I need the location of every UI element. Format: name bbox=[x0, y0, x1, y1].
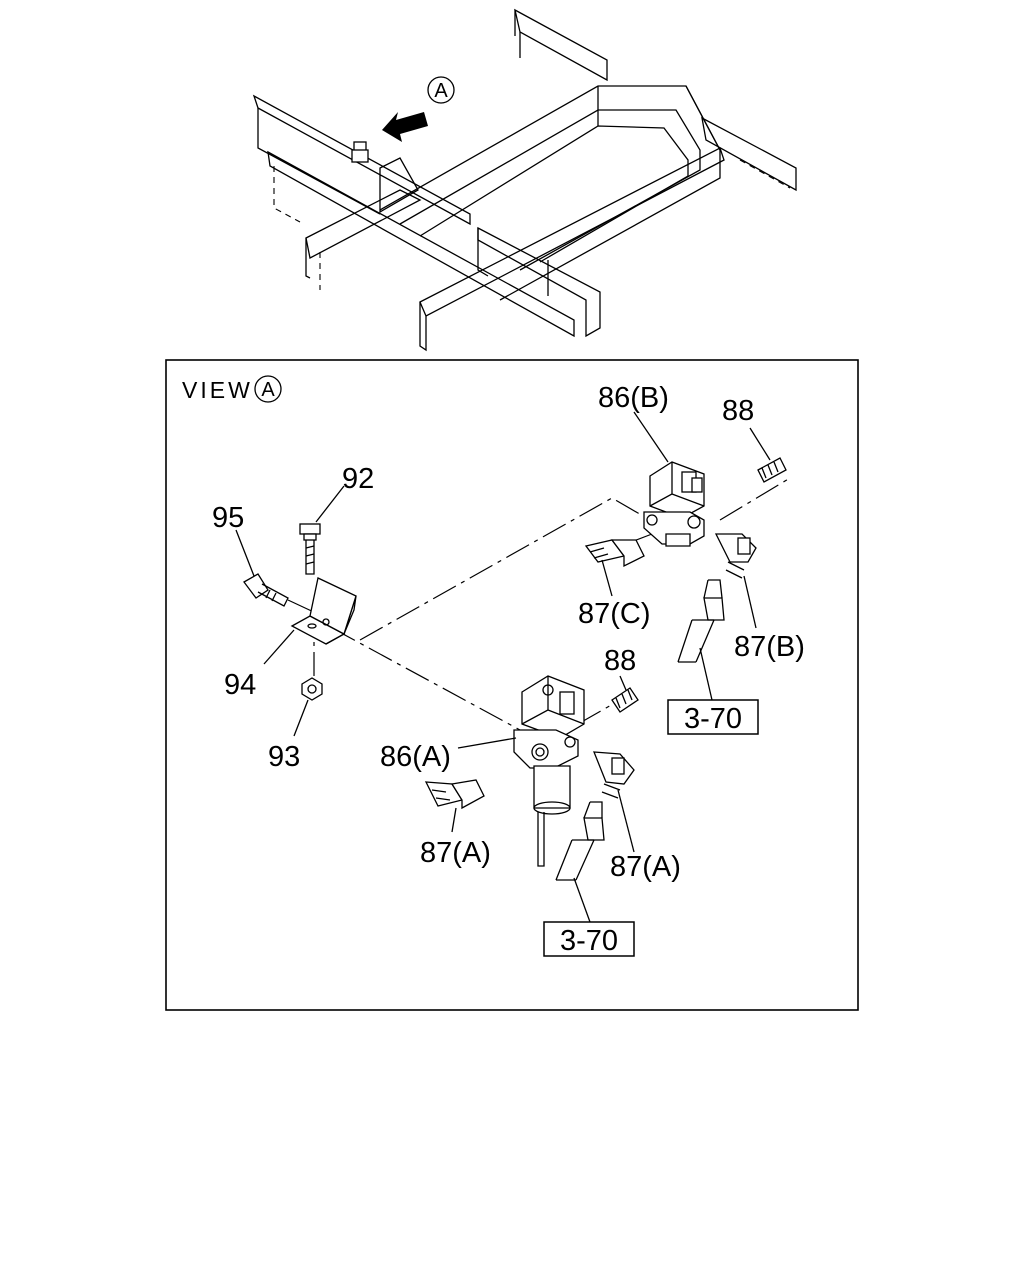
callout-86a: 86(A) bbox=[380, 741, 451, 773]
callout-95: 95 bbox=[212, 502, 244, 534]
bracket-94 bbox=[290, 577, 357, 645]
tube-upper bbox=[677, 579, 725, 663]
view-a-title: VIEW A bbox=[182, 375, 282, 403]
view-title-circle bbox=[254, 375, 282, 403]
centerline-88-mid bbox=[577, 699, 621, 725]
centerline-lower bbox=[331, 627, 521, 731]
bolt-92 bbox=[299, 523, 321, 575]
solenoid-valve-86a bbox=[513, 675, 585, 867]
tube-lower bbox=[555, 801, 605, 881]
elbow-fitting-87a-right bbox=[593, 751, 635, 799]
view-direction-arrow bbox=[382, 112, 428, 142]
callout-87c: 87(C) bbox=[578, 598, 651, 630]
centerline-95 bbox=[287, 599, 319, 615]
reference-box-top: 3-70 bbox=[667, 699, 759, 735]
reference-box-bottom: 3-70 bbox=[543, 921, 635, 957]
nut-93 bbox=[301, 677, 323, 701]
plug-88-middle bbox=[611, 687, 639, 713]
view-a-frame bbox=[165, 359, 859, 1011]
callout-86b: 86(B) bbox=[598, 382, 669, 414]
solenoid-valve-86b bbox=[643, 461, 705, 547]
view-title-letter: A bbox=[261, 379, 275, 401]
elbow-fitting-87b bbox=[714, 533, 757, 579]
chassis-frame-overview: A bbox=[252, 8, 797, 352]
elbow-fitting-87a-left bbox=[424, 779, 485, 810]
view-marker-circle bbox=[427, 76, 455, 104]
callout-87a-right: 87(A) bbox=[610, 851, 681, 883]
screw-95 bbox=[243, 573, 289, 607]
callout-87a-left: 87(A) bbox=[420, 837, 491, 869]
callout-94: 94 bbox=[224, 669, 256, 701]
callout-93: 93 bbox=[268, 741, 300, 773]
leader-lines bbox=[235, 411, 771, 923]
elbow-fitting-87c bbox=[584, 539, 645, 568]
callout-88-top: 88 bbox=[722, 395, 754, 427]
plug-88-upper bbox=[757, 457, 787, 483]
centerline-upper bbox=[359, 497, 651, 641]
callout-88-middle: 88 bbox=[604, 645, 636, 677]
view-title-text: VIEW bbox=[182, 377, 253, 403]
centerline-88-top bbox=[719, 477, 791, 521]
reference-top-label: 3-70 bbox=[684, 703, 742, 735]
reference-bottom-label: 3-70 bbox=[560, 925, 618, 957]
callout-87b: 87(B) bbox=[734, 631, 805, 663]
view-marker-letter: A bbox=[434, 80, 448, 102]
callout-92: 92 bbox=[342, 463, 374, 495]
